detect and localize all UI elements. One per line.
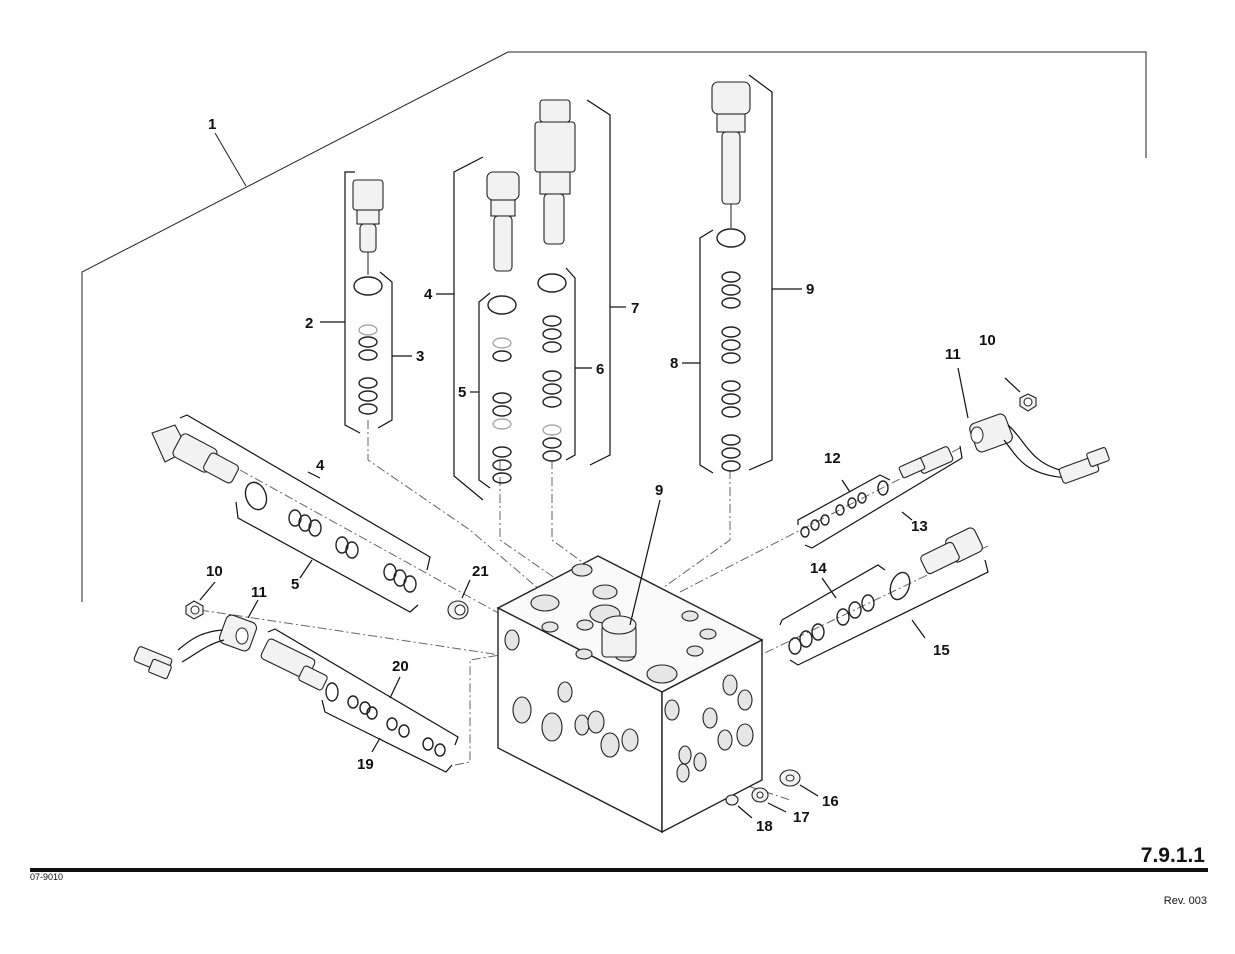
page-number: 7.9.1.1 (1140, 844, 1205, 867)
side-cartridge-right-lower (779, 527, 989, 666)
callout-20: 20 (392, 658, 409, 675)
callout-21: 21 (472, 563, 489, 580)
callout-4-left: 4 (316, 457, 325, 474)
callout-8: 8 (670, 355, 678, 372)
cartridge-valve-4 (436, 156, 520, 501)
document-code: 07-9010 (30, 872, 64, 882)
callout-9-block: 9 (655, 482, 663, 499)
side-cartridge-left-lower (260, 628, 459, 773)
footer-rule (30, 868, 1208, 872)
callout-2: 2 (305, 315, 313, 332)
callout-1: 1 (208, 116, 216, 133)
solenoid-right (797, 367, 1110, 549)
callout-5-left: 5 (291, 576, 299, 593)
callout-10-left: 10 (206, 563, 223, 580)
callout-4-top: 4 (424, 286, 433, 303)
callout-3: 3 (416, 348, 424, 365)
plugs-16-17-18 (725, 769, 819, 819)
assembly-bracket (81, 51, 1147, 602)
callout-14: 14 (810, 560, 827, 577)
callout-11-right: 11 (945, 346, 961, 363)
callout-17: 17 (793, 809, 810, 826)
valve-block (496, 555, 764, 834)
cartridge-valve-9 (682, 74, 802, 474)
callout-9-top: 9 (806, 281, 814, 298)
cartridge-valve-2 (320, 171, 412, 434)
callout-19: 19 (357, 756, 374, 773)
revision-label: Rev. 003 (1163, 895, 1207, 907)
callout-18: 18 (756, 818, 773, 835)
callout-10-right: 10 (979, 332, 996, 349)
cartridge-valve-7 (534, 99, 626, 466)
solenoid-left (133, 581, 259, 680)
plug-21 (447, 579, 471, 620)
side-cartridge-left (151, 414, 431, 613)
callout-labels: 1 2 3 4 5 6 7 8 9 4 5 9 10 11 12 13 14 1… (206, 116, 996, 835)
leader-9-block (629, 499, 661, 626)
callout-16: 16 (822, 793, 839, 810)
callout-12: 12 (824, 450, 841, 467)
callout-11-left: 11 (251, 584, 267, 601)
callout-15: 15 (933, 642, 950, 659)
callout-7: 7 (631, 300, 639, 317)
callout-6: 6 (596, 361, 604, 378)
callout-5-top: 5 (458, 384, 466, 401)
block-ports (504, 563, 754, 783)
callout-13: 13 (911, 518, 928, 535)
